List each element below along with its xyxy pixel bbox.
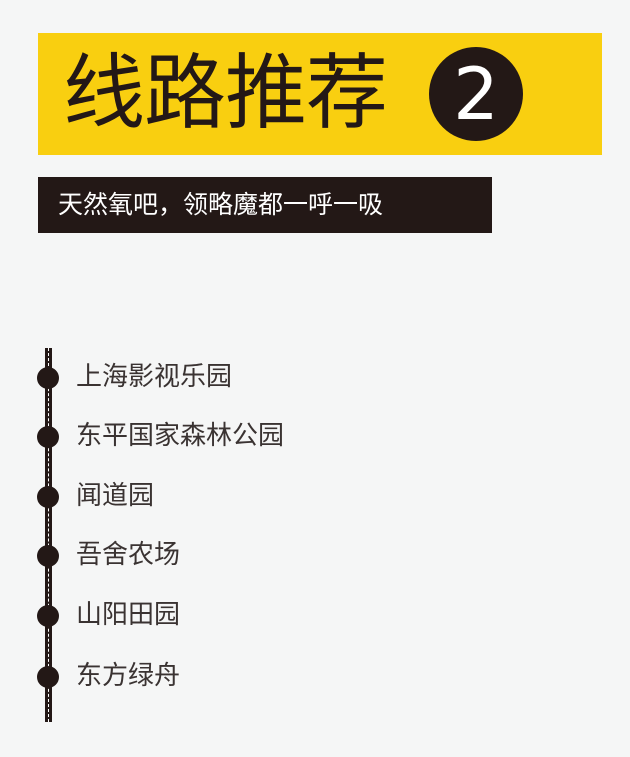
stop-label: 闻道园 [76, 481, 155, 511]
stop-label: 山阳田园 [76, 600, 181, 630]
route-line [45, 348, 52, 722]
stop-label: 东方绿舟 [76, 661, 181, 691]
route-stop-1: 上海影视乐园 [37, 362, 437, 392]
route-line-dash [48, 348, 49, 722]
page-title: 线路推荐 [63, 46, 388, 141]
subtitle-bar: 天然氧吧，领略魔都一呼一吸 [38, 177, 492, 233]
stop-dot-icon [37, 426, 59, 448]
stop-label: 吾舍农场 [76, 540, 181, 570]
route-stop-5: 山阳田园 [37, 600, 437, 630]
stop-dot-icon [37, 486, 59, 508]
route-stop-3: 闻道园 [37, 481, 437, 511]
route-stop-6: 东方绿舟 [37, 661, 437, 691]
stop-label: 上海影视乐园 [76, 362, 233, 392]
subtitle: 天然氧吧，领略魔都一呼一吸 [58, 190, 384, 219]
route-stop-2: 东平国家森林公园 [37, 421, 437, 451]
stop-dot-icon [37, 545, 59, 567]
stop-dot-icon [37, 605, 59, 627]
stop-dot-icon [37, 666, 59, 688]
stop-dot-icon [37, 367, 59, 389]
route-number-badge: 2 [429, 47, 523, 141]
title-banner: 线路推荐 2 [38, 33, 602, 155]
route-stop-4: 吾舍农场 [37, 540, 437, 570]
stop-label: 东平国家森林公园 [76, 421, 285, 451]
